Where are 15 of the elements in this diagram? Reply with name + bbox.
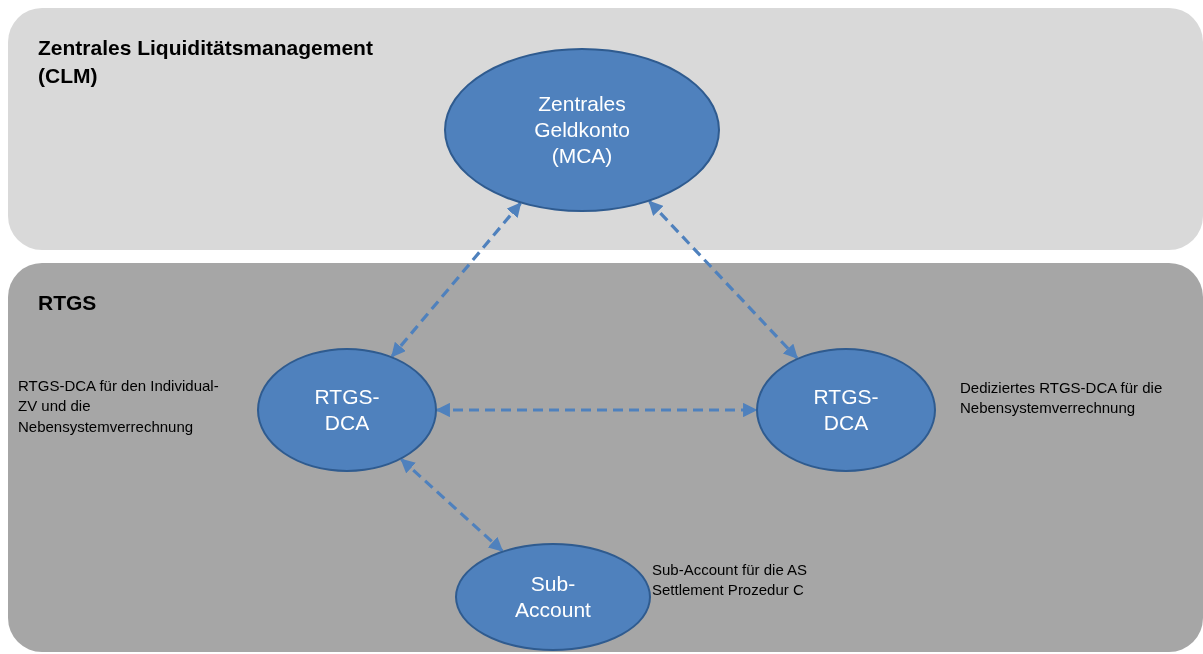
node-label: RTGS-DCA: [812, 383, 880, 436]
area-heading: Zentrales Liquiditätsmanagement (CLM): [38, 35, 374, 90]
annotation-text: Sub-Account für die AS Settlement Prozedur C: [652, 560, 809, 601]
node-label: Sub-Account: [514, 570, 592, 623]
node-label: RTGS-DCA: [313, 383, 381, 436]
annotation-text: RTGS-DCA für den Individual-ZV und die Nebensystemverrechnung: [18, 376, 220, 437]
area-panel: [8, 263, 1203, 652]
node-label: Zentrales Geldkonto (MCA): [533, 90, 631, 170]
area-panel: [8, 8, 1203, 250]
area-heading: RTGS: [38, 290, 98, 316]
arrow: [400, 458, 504, 553]
arrow: [390, 202, 522, 358]
arrow: [648, 200, 799, 360]
arrow: [435, 402, 758, 418]
annotation-text: Dediziertes RTGS-DCA für die Nebensystemverrechnung: [960, 378, 1164, 419]
